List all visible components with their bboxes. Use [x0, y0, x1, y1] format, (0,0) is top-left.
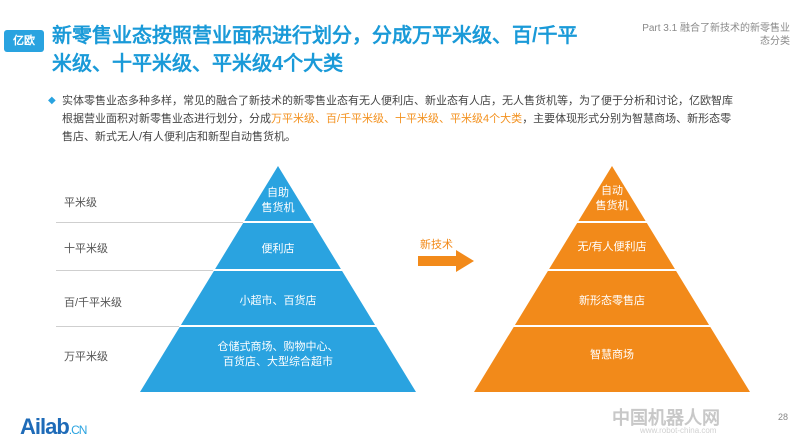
- page-title: 新零售业态按照营业面积进行划分，分成万平米级、百/千平米级、十平米级、平米级4个…: [52, 25, 578, 75]
- watermark: 中国机器人网: [612, 408, 720, 428]
- bullet-diamond-icon: ◆: [48, 95, 56, 106]
- section-label: Part 3.1 融合了新技术的新零售业态分类: [642, 23, 790, 47]
- level-divider: [56, 222, 306, 223]
- right-pyramid: [474, 166, 750, 392]
- left-pyramid-tier-2: 便利店: [261, 243, 295, 255]
- left-pyramid-tier-3: 小超市、百货店: [239, 295, 317, 307]
- level-divider: [56, 270, 286, 271]
- footer-logo: Ailab.CN: [20, 414, 87, 439]
- right-pyramid-tier-2: 无/有人便利店: [577, 241, 647, 253]
- intro-text-a: 实体零售业态多种多样，常见的融合了新技术的新零售业态有无人便利店、新业态有人店，…: [62, 95, 733, 125]
- left-pyramid-tier-1: 自助 售货机: [261, 187, 295, 214]
- left-pyramid: [140, 166, 416, 392]
- arrow-label: 新技术: [420, 239, 453, 251]
- level-label: 万平米级: [64, 351, 108, 363]
- page-number: 28: [777, 412, 788, 422]
- level-label: 百/千平米级: [64, 297, 123, 309]
- intro-highlight: 万平米级、百/千平米级、十平米级、平米级4个大类: [271, 113, 523, 125]
- right-pyramid-tier-1: 自动 售货机: [595, 185, 629, 212]
- right-pyramid-tier-4: 智慧商场: [590, 349, 634, 361]
- watermark-url: www.robot-china.com: [640, 426, 717, 435]
- right-pyramid-tier-3: 新形态零售店: [579, 295, 645, 307]
- left-pyramid-tier-4: 仓储式商场、购物中心、 百货店、大型综合超市: [217, 341, 339, 368]
- level-label: 十平米级: [64, 243, 108, 255]
- brand-logo: 亿欧: [4, 30, 44, 52]
- intro-paragraph: ◆ 实体零售业态多种多样，常见的融合了新技术的新零售业态有无人便利店、新业态有人…: [48, 92, 742, 146]
- arrow-right-icon: [418, 250, 474, 272]
- left-pyramid-shape: [140, 166, 416, 392]
- right-pyramid-shape: [474, 166, 750, 392]
- level-label: 平米级: [64, 197, 97, 209]
- intro-text-b: ，主要体现形式分别为智慧商场、新形态零售店、新式无人/有人便利店和新型自动售货机…: [62, 113, 732, 143]
- level-divider: [56, 326, 266, 327]
